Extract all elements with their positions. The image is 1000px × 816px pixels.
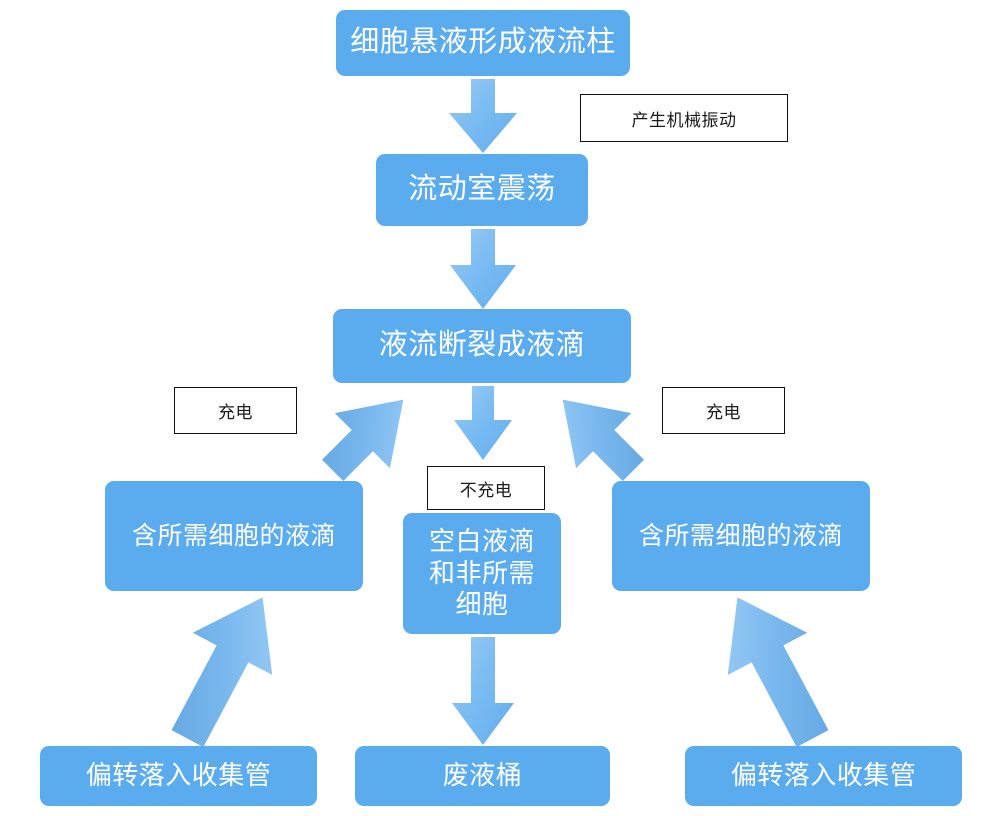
node-collect-left[interactable]: 偏转落入收集管 [40,746,317,806]
arrow-droplet-left-to-collect-left [150,588,300,748]
annotation-charge-left[interactable]: 充电 [174,387,297,434]
annotation-mechanical-vibration[interactable]: 产生机械振动 [580,94,788,142]
arrow-stream-breaks-to-droplet-center [454,386,512,460]
arrow-stream-breaks-to-droplet-left [315,385,421,485]
arrow-droplet-right-to-collect-right [700,588,850,748]
node-collect-right[interactable]: 偏转落入收集管 [685,746,962,806]
annotation-no-charge[interactable]: 不充电 [427,466,545,510]
node-stream-breaks[interactable]: 液流断裂成液滴 [333,309,631,383]
node-waste[interactable]: 废液桶 [355,746,610,806]
node-droplet-right[interactable]: 含所需细胞的液滴 [612,481,870,591]
arrow-flow-chamber-to-stream-breaks [450,229,516,309]
annotation-charge-right[interactable]: 充电 [662,387,785,434]
arrow-stream-breaks-to-droplet-right [545,385,651,485]
arrow-cell-suspension-to-flow-chamber [449,79,517,153]
node-droplet-left[interactable]: 含所需细胞的液滴 [105,481,363,591]
arrow-droplet-center-to-waste [452,637,514,745]
node-cell-suspension[interactable]: 细胞悬液形成液流柱 [336,10,630,76]
node-flow-chamber[interactable]: 流动室震荡 [376,154,588,226]
node-droplet-center[interactable]: 空白液滴 和非所需 细胞 [403,513,561,634]
